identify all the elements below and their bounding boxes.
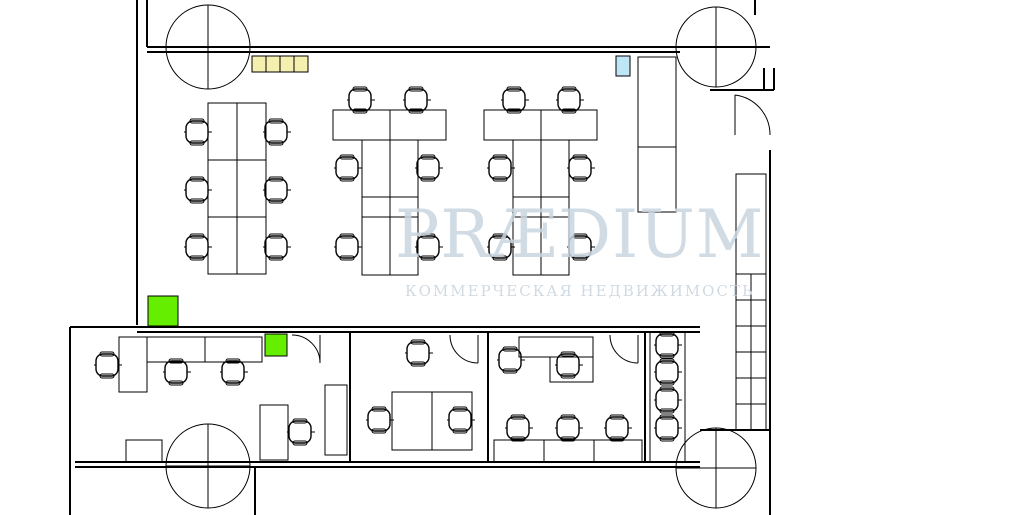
desk	[389, 109, 447, 141]
chair	[497, 346, 525, 374]
desk	[236, 159, 267, 218]
desk	[236, 216, 267, 275]
desk	[493, 439, 545, 463]
desk	[361, 139, 391, 198]
desk	[361, 196, 391, 218]
desk	[391, 391, 433, 451]
shelf	[735, 351, 752, 379]
shelf	[750, 351, 767, 379]
desk	[146, 336, 206, 363]
storage	[293, 55, 309, 73]
column	[675, 6, 757, 88]
cabinet	[637, 56, 677, 148]
chair	[505, 414, 533, 442]
chair	[654, 386, 682, 414]
storage-box	[125, 439, 163, 463]
watermark-tagline: КОММЕРЧЕСКАЯ НЕДВИЖИМОСТЬ	[405, 282, 755, 300]
chair	[604, 414, 632, 442]
shelf	[750, 325, 767, 353]
chair	[487, 233, 515, 261]
desk	[207, 102, 238, 161]
storage	[279, 55, 295, 73]
shelf	[750, 299, 767, 327]
desk	[259, 404, 289, 461]
chair	[415, 233, 443, 261]
chair	[654, 331, 682, 359]
desk	[543, 439, 595, 463]
chair	[184, 118, 212, 146]
chair	[555, 351, 583, 379]
storage	[265, 55, 281, 73]
doors	[291, 94, 771, 364]
shelf	[735, 377, 752, 405]
desk	[389, 139, 419, 198]
shelf	[735, 403, 752, 431]
desk	[483, 109, 542, 141]
desk	[431, 391, 473, 451]
chair	[556, 86, 584, 114]
chair	[405, 339, 433, 367]
chair	[220, 358, 248, 386]
chair	[654, 358, 682, 386]
desk	[540, 139, 570, 198]
chair	[567, 233, 595, 261]
chairs	[94, 86, 682, 446]
desk	[593, 439, 643, 463]
highlight-zone	[147, 295, 179, 327]
desk	[204, 336, 263, 363]
cabinet	[637, 146, 677, 213]
desk	[118, 336, 148, 393]
desk	[332, 109, 391, 141]
chair	[334, 154, 362, 182]
highlight-zone	[264, 333, 288, 357]
chair	[347, 86, 375, 114]
chair	[287, 418, 315, 446]
chair	[567, 154, 595, 182]
chair	[334, 233, 362, 261]
chair	[263, 118, 291, 146]
cabinet	[649, 331, 686, 463]
column	[675, 427, 757, 509]
chair	[415, 154, 443, 182]
storage	[251, 55, 267, 73]
desk	[361, 216, 391, 276]
chair	[654, 414, 682, 442]
desk	[207, 216, 238, 275]
shelf	[750, 403, 767, 431]
column	[165, 423, 251, 509]
desk	[236, 102, 267, 161]
rack	[324, 384, 348, 456]
chair	[447, 406, 475, 434]
furniture	[118, 55, 767, 463]
chair	[366, 406, 394, 434]
shelf	[735, 325, 752, 353]
shelf	[735, 299, 752, 327]
chair	[184, 233, 212, 261]
column	[165, 4, 251, 90]
chair	[263, 233, 291, 261]
chair	[403, 86, 431, 114]
fixture	[615, 55, 631, 77]
columns	[165, 4, 757, 509]
chair	[163, 358, 191, 386]
desk	[207, 159, 238, 218]
desk	[512, 139, 542, 198]
chair	[487, 154, 515, 182]
desk	[549, 356, 594, 383]
desk	[540, 109, 598, 141]
shelf	[750, 377, 767, 405]
desk	[518, 336, 594, 358]
chair	[263, 176, 291, 204]
chair	[501, 86, 529, 114]
chair	[94, 351, 122, 379]
chair	[184, 176, 212, 204]
watermark-brand: PRÆDIUM	[395, 196, 765, 273]
desk	[389, 216, 419, 276]
chair	[555, 414, 583, 442]
